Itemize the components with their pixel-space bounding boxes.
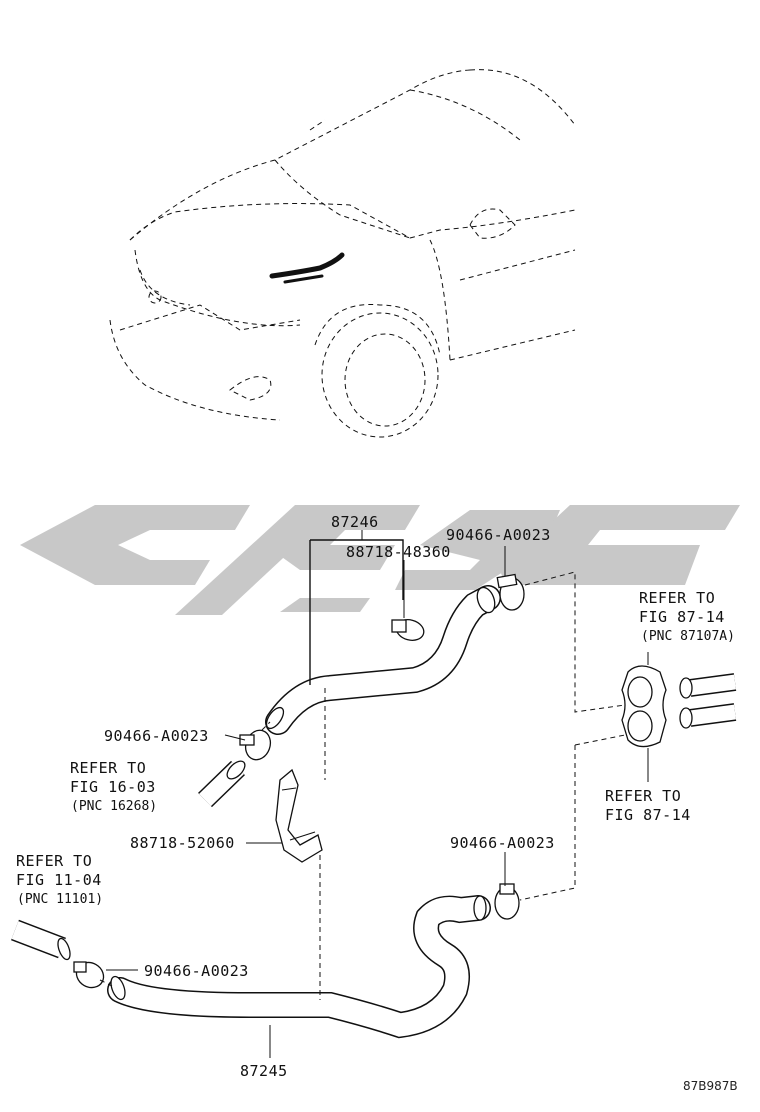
upper-heater-hose[interactable] [263,585,501,735]
clamp-lower-right[interactable] [494,883,520,920]
ref-16-03-line1: REFER TO [70,759,146,777]
lower-heater-hose[interactable] [107,895,491,1039]
heater-pipes[interactable] [679,673,737,729]
clamp-88718-48360[interactable] [391,617,426,644]
ref-87-14-top-line1: REFER TO [639,589,715,607]
label-88718-48360: 88718-48360 [346,543,451,561]
label-clamp-mid: 90466-A0023 [104,727,209,745]
ref-11-04-line1: REFER TO [16,852,92,870]
clamp-mid-left[interactable] [239,727,274,763]
ref-11-04-line3: (PNC 11101) [17,892,103,907]
watermark-logo [20,505,740,615]
clamp-lower-left[interactable] [72,958,108,993]
label-87246: 87246 [331,513,379,531]
ref-11-04-line2: FIG 11-04 [16,871,102,889]
figure-code: 87B987B [683,1079,738,1093]
pipe-fig-16-03[interactable] [198,758,248,808]
ref-87-14-top-line3: (PNC 87107A) [641,629,735,644]
car-illustration [109,69,576,438]
clamp-top-right[interactable] [496,573,525,611]
label-87245: 87245 [240,1062,288,1080]
label-clamp-top: 90466-A0023 [446,526,551,544]
ref-87-14-top-line2: FIG 87-14 [639,608,725,626]
ref-87-14-bottom-line1: REFER TO [605,787,681,805]
ref-16-03-line3: (PNC 16268) [71,799,157,814]
heater-grommet[interactable] [621,665,667,748]
ref-16-03-line2: FIG 16-03 [70,778,156,796]
label-clamp-lower-right: 90466-A0023 [450,834,555,852]
label-88718-52060: 88718-52060 [130,834,235,852]
label-clamp-lower-left: 90466-A0023 [144,962,249,980]
hose-bracket-88718-52060[interactable] [275,768,323,863]
ref-87-14-bottom-line2: FIG 87-14 [605,806,691,824]
pipe-fig-11-04[interactable] [11,919,72,961]
